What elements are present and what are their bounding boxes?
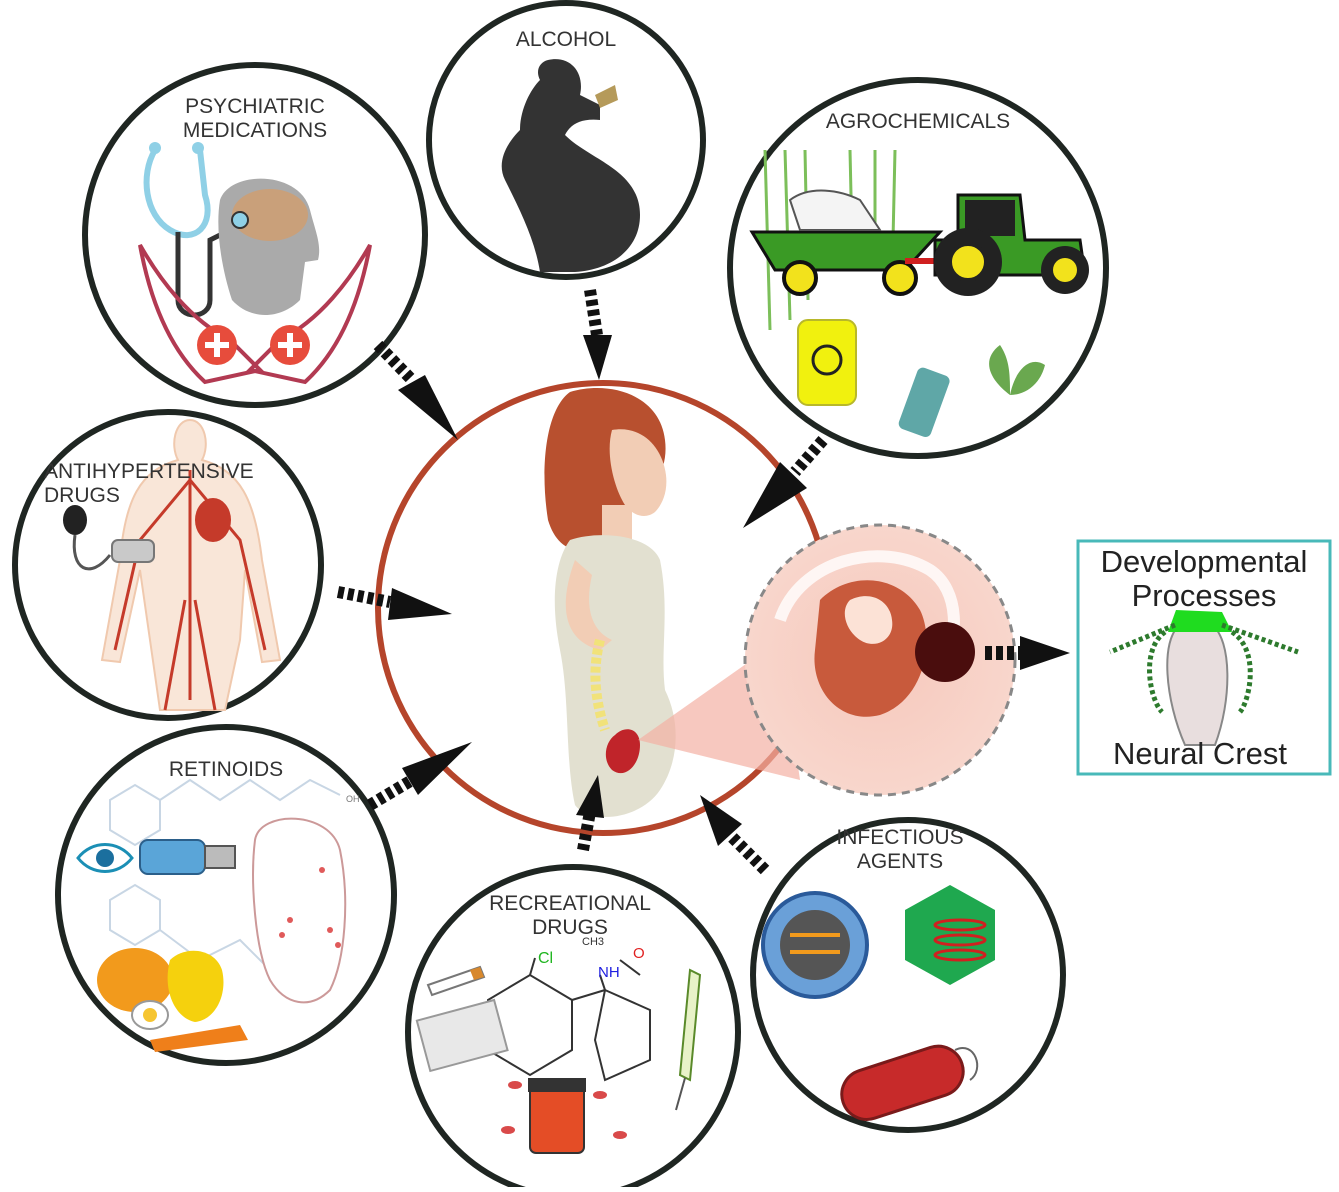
arrow-agrochemicals	[743, 462, 807, 528]
arrow-recreational	[576, 775, 604, 818]
carrot-icon	[150, 1025, 248, 1052]
woman-hair	[544, 388, 666, 550]
antihypertensive-label-line1: ANTIHYPERTENSIVE	[44, 460, 254, 483]
pesticide-spray-icon	[898, 367, 950, 438]
psychiatric-label-line2: MEDICATIONS	[183, 119, 327, 142]
outcome-subtitle: Neural Crest	[1113, 736, 1287, 771]
arrow-psychiatric	[398, 375, 458, 440]
factor-psychiatric: PSYCHIATRIC MEDICATIONS	[82, 62, 428, 408]
left-hand-icon	[138, 244, 265, 385]
arrow-infectious	[700, 795, 742, 846]
factor-antihypertensive: ANTIHYPERTENSIVE DRUGS	[12, 409, 324, 721]
stethoscope-icon	[143, 148, 211, 238]
psychiatric-label-line1: PSYCHIATRIC	[185, 95, 325, 118]
face-acne-icon	[252, 817, 347, 1004]
factor-infectious: INFECTIOUS AGENTS	[750, 817, 1066, 1133]
bp-cuff-icon	[111, 539, 155, 563]
oh-label: OH	[346, 794, 360, 804]
animals-icon	[788, 189, 882, 231]
syringe-icon	[678, 968, 702, 1082]
right-hand-icon	[245, 244, 372, 385]
pregnant-silhouette-icon	[501, 59, 640, 272]
wine-glass-icon	[595, 85, 618, 108]
outcome-title-line2: Processes	[1132, 578, 1277, 613]
yolk-sac	[915, 622, 975, 682]
alcohol-label: ALCOHOL	[516, 28, 616, 51]
arrows	[336, 289, 1070, 875]
brain-icon	[232, 189, 308, 241]
factor-alcohol: ALCOHOL	[426, 0, 706, 280]
outcome-title-line1: Developmental	[1101, 544, 1308, 579]
uterus	[605, 729, 640, 774]
chlorine-label: Cl	[538, 950, 553, 967]
arrow-antihypertensive	[388, 588, 452, 620]
methyl-label: CH3	[582, 936, 604, 948]
heart-icon	[195, 498, 231, 542]
pepper-icon	[167, 950, 224, 1022]
pills-icon	[501, 1081, 627, 1139]
retinoids-label: RETINOIDS	[169, 758, 283, 781]
embryo	[814, 580, 927, 717]
bp-bulb-icon	[63, 505, 87, 535]
factor-retinoids: RETINOIDS OH	[55, 724, 397, 1066]
recreational-label-line2: DRUGS	[532, 916, 608, 939]
pill-bottle-icon	[529, 1084, 585, 1154]
oxygen-label: O	[633, 945, 645, 962]
arrow-outcome	[1020, 636, 1070, 670]
amine-label: NH	[598, 964, 620, 981]
agrochemicals-label: AGROCHEMICALS	[826, 110, 1010, 133]
arrow-alcohol	[583, 335, 612, 380]
plant-icon	[989, 345, 1045, 395]
antihypertensive-label-line2: DRUGS	[44, 484, 120, 507]
arrow-retinoids	[402, 742, 472, 795]
migrating-cells-icon	[1109, 622, 1299, 714]
bacterium-icon	[840, 1044, 965, 1121]
outcome-panel: Developmental Processes Neural Crest	[1076, 539, 1332, 776]
woman-face	[609, 429, 667, 516]
pumpkin-icon	[97, 948, 173, 1012]
biohazard-barrel-icon	[797, 319, 857, 406]
cigarette-pack-icon	[415, 998, 509, 1073]
center-pregnant-woman	[375, 380, 1017, 836]
factor-recreational: RECREATIONAL DRUGS Cl NH O CH3	[405, 864, 741, 1192]
recreational-label-line1: RECREATIONAL	[489, 892, 651, 915]
trailer-icon	[749, 230, 944, 272]
infectious-label-line2: AGENTS	[857, 850, 943, 873]
infectious-label-line1: INFECTIOUS	[836, 826, 963, 849]
neural-crest-icon	[1168, 610, 1232, 632]
drug-bottle-icon	[139, 839, 206, 875]
factor-agrochemicals: AGROCHEMICALS	[727, 77, 1109, 459]
neural-tube-icon	[1166, 624, 1229, 746]
